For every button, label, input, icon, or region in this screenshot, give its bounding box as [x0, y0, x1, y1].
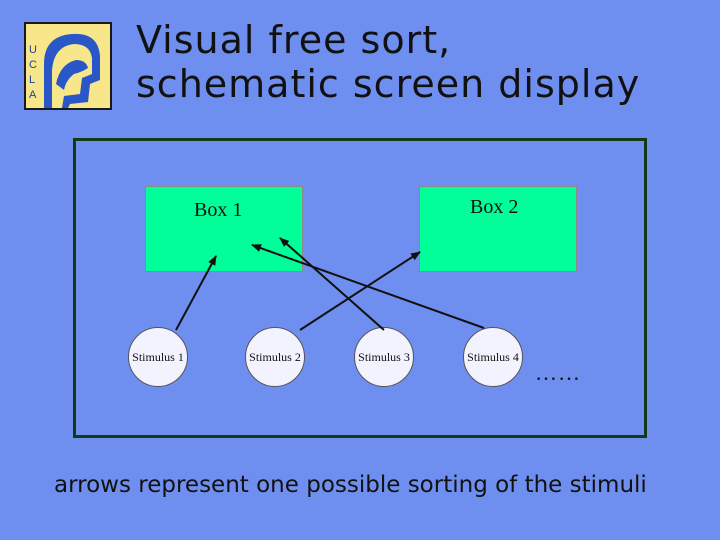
slide-title: Visual free sort, schematic screen displ… — [136, 18, 640, 106]
stimulus-1-label: Stimulus 1 — [132, 349, 184, 364]
ucla-logo: U C L A — [24, 22, 112, 110]
stimulus-3-label: Stimulus 3 — [358, 349, 410, 364]
logo-letter: C — [29, 59, 37, 71]
logo-letter: U — [29, 44, 37, 56]
title-line-1: Visual free sort, — [136, 18, 452, 62]
slide-caption: arrows represent one possible sorting of… — [54, 472, 647, 498]
stimulus-4-label: Stimulus 4 — [467, 349, 519, 364]
screen-display-frame — [73, 138, 647, 438]
stimulus-3: Stimulus 3 — [354, 327, 414, 387]
stimulus-4: Stimulus 4 — [463, 327, 523, 387]
stimulus-2: Stimulus 2 — [245, 327, 305, 387]
box-2-label: Box 2 — [470, 196, 519, 218]
box-2: Box 2 — [419, 186, 577, 272]
stimulus-2-label: Stimulus 2 — [249, 349, 301, 364]
logo-letter: L — [29, 74, 36, 86]
title-line-2: schematic screen display — [136, 62, 641, 106]
stimulus-1: Stimulus 1 — [128, 327, 188, 387]
more-stimuli-indicator: …… — [535, 360, 581, 385]
box-1: Box 1 — [145, 186, 303, 272]
logo-letters: U C L A — [29, 44, 41, 101]
vocal-tract-icon — [44, 33, 100, 108]
box-1-label: Box 1 — [194, 199, 243, 221]
logo-letter: A — [29, 89, 37, 101]
